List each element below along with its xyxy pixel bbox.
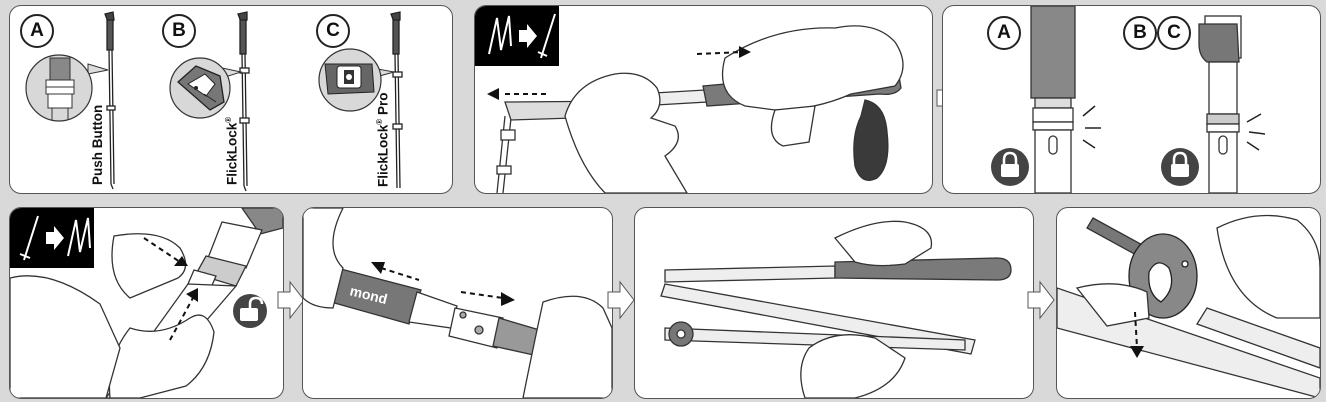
pull-arrows-2 (380, 267, 504, 299)
panel-folded (634, 207, 1034, 399)
hands-unlock (10, 233, 215, 398)
extend-pole-illustration (475, 6, 904, 193)
lock-types-illustration (25, 11, 403, 192)
basket-illustration (1057, 214, 1320, 398)
letter-c-badge-locked: C (1157, 16, 1191, 50)
click-lines-bc (1246, 113, 1266, 151)
panel-basket (1056, 207, 1321, 399)
folded-pole-stack (660, 257, 1012, 355)
letter-b-badge-locked: B (1123, 16, 1157, 50)
next-step-arrow-4 (1027, 280, 1055, 320)
next-step-arrow-2 (277, 280, 305, 320)
pull-apart-illustration: mond (303, 208, 612, 398)
lock-icon-a (991, 148, 1029, 186)
twist-arrow (1134, 311, 1138, 349)
panel-unlock (9, 207, 284, 399)
extended-pole-icon (537, 13, 556, 59)
pole-a-closeup (1030, 6, 1076, 193)
pole-bc-closeup (1198, 15, 1242, 193)
arrow-right-icon (519, 24, 537, 48)
folded-pole-icon (488, 15, 512, 55)
next-step-arrow-3 (607, 280, 635, 320)
label-flicklock-pro: FlickLock® Pro (375, 92, 391, 187)
lock-icon-bc (1161, 148, 1199, 186)
hands-fold (800, 220, 933, 398)
click-lines-a (1082, 105, 1101, 149)
panel-lock-types: A B C Push Button FlickLock® FlickLock® … (9, 5, 453, 194)
press-arrows (143, 237, 195, 341)
pole-separation (330, 267, 554, 359)
pole-a (104, 11, 116, 190)
letter-a-badge: A (20, 14, 54, 48)
callout-a (25, 54, 109, 122)
fold-to-extend-badge (475, 6, 559, 66)
hands-basket (1075, 214, 1320, 327)
pole-c (390, 11, 403, 189)
arrow-right-icon-2 (46, 226, 64, 250)
letter-a-badge-locked: A (987, 16, 1021, 50)
label-flicklock: FlickLock® (224, 116, 240, 185)
folded-illustration (660, 220, 1012, 398)
unlock-illustration (10, 208, 283, 398)
letter-b-badge: B (162, 14, 196, 48)
panel-pull-apart: mond (302, 207, 613, 399)
letter-c-badge: C (316, 14, 350, 48)
callout-c (318, 48, 395, 112)
panel-locked-state: A B C (942, 5, 1321, 194)
unlock-icon (233, 294, 267, 328)
extended-pole-icon-2 (19, 215, 39, 261)
label-push-button: Push Button (90, 104, 105, 185)
hands (564, 25, 904, 193)
folded-pole-icon-2 (67, 217, 91, 257)
callout-b (169, 57, 243, 119)
panel-extend-pole (474, 5, 933, 194)
pole-b (237, 11, 250, 192)
hands-pull (303, 208, 612, 398)
locked-state-illustration (991, 6, 1266, 193)
pull-arrows (505, 51, 744, 95)
